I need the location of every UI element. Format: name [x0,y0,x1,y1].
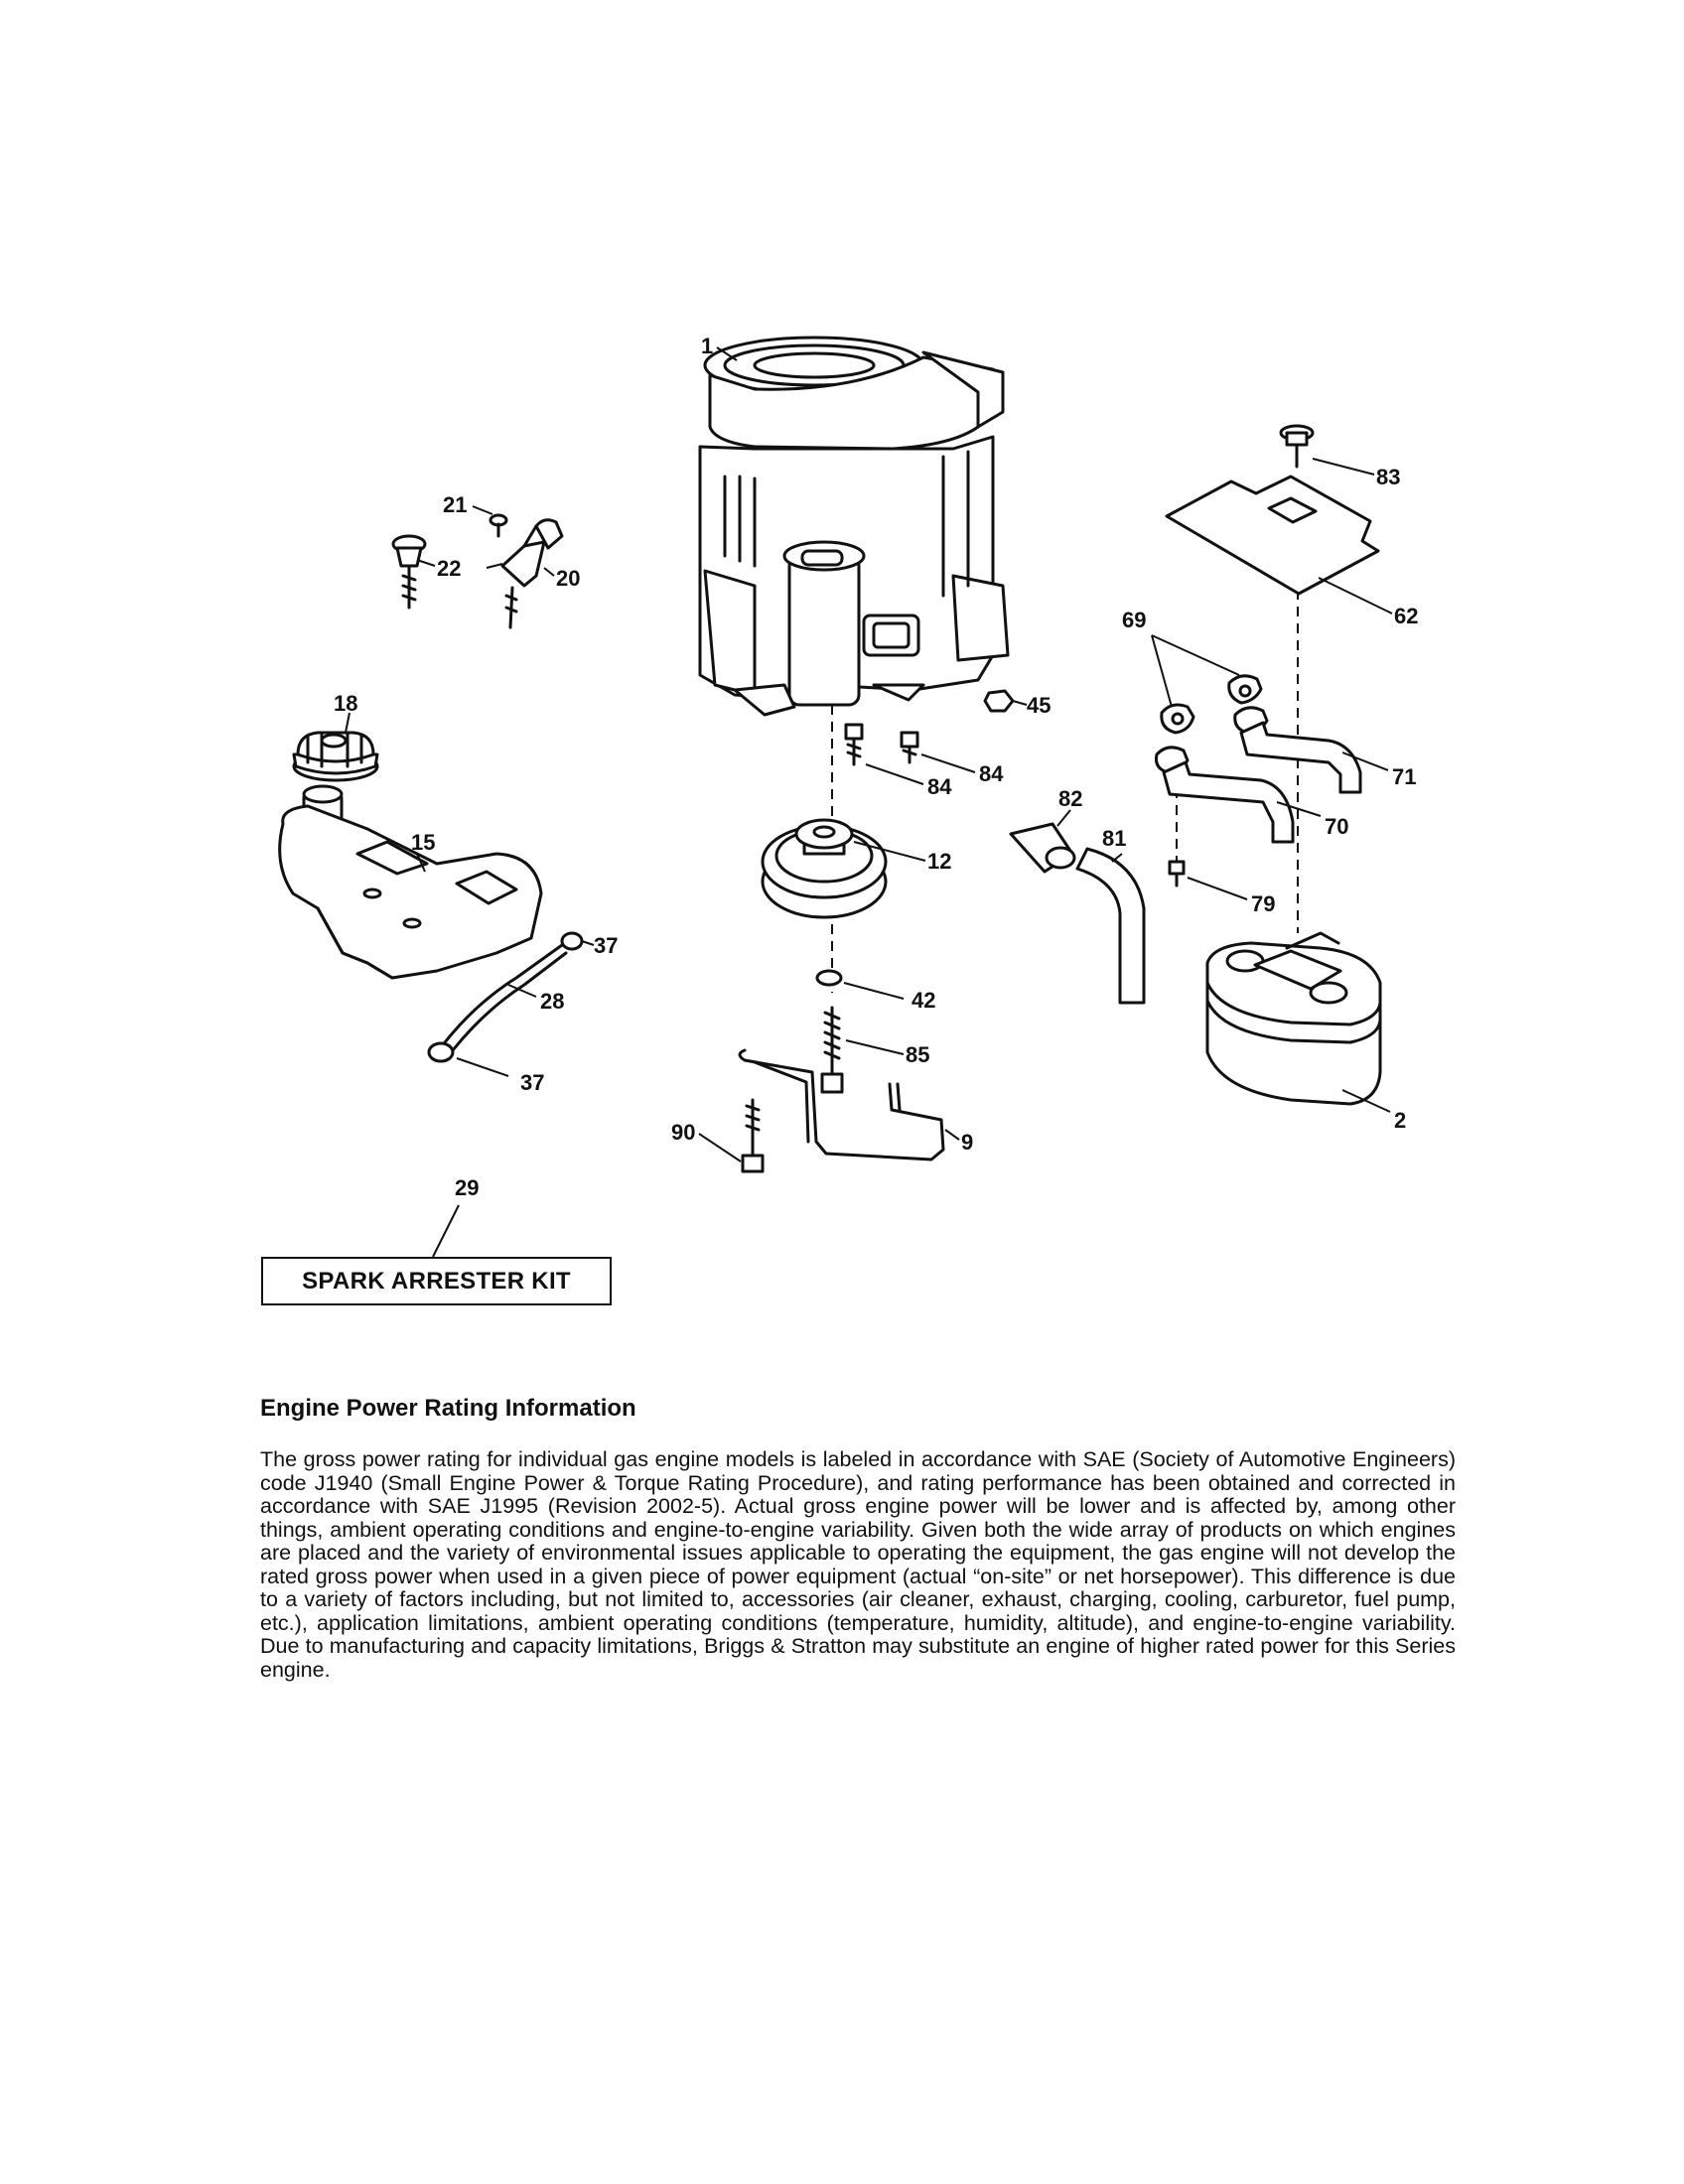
callout-79: 79 [1251,891,1275,916]
callout-9: 9 [961,1130,973,1155]
spark-arrester-kit-box: SPARK ARRESTER KIT [261,1257,612,1305]
callout-71: 71 [1392,764,1416,789]
muffler-part-2 [1205,931,1382,1106]
screw-part-21 [489,513,508,538]
callout-62: 62 [1394,604,1418,628]
callout-83: 83 [1376,465,1400,489]
section-body-text: The gross power rating for individual ga… [260,1447,1456,1682]
callout-90: 90 [671,1120,695,1145]
callout-2: 2 [1394,1108,1406,1133]
bolt-part-90 [741,1098,765,1173]
callout-37b: 37 [520,1070,544,1095]
clamp-part-37-top [560,931,584,951]
callout-1: 1 [701,334,713,358]
bolt-part-84-right [900,731,919,764]
engine-part-1 [698,336,1010,717]
callout-20: 20 [556,566,580,591]
bolt-part-85 [820,1006,844,1094]
callout-82: 82 [1058,786,1082,811]
callout-28: 28 [540,989,564,1014]
fuel-line-part-81 [1075,847,1146,1005]
fuel-filter-part-82 [1009,822,1076,874]
callout-70: 70 [1325,814,1348,839]
spark-arrester-kit-label: SPARK ARRESTER KIT [302,1267,571,1295]
bracket-part-20 [486,518,564,629]
exhaust-pipe-part-71 [1233,706,1362,794]
callout-84a: 84 [927,774,952,799]
callout-81: 81 [1102,826,1126,851]
bolt-part-84-left [844,723,864,766]
bolt-part-83 [1279,424,1315,469]
section-heading: Engine Power Rating Information [260,1395,636,1422]
callout-12: 12 [927,849,951,874]
exhaust-pipe-part-70 [1155,746,1295,844]
callout-45: 45 [1027,693,1051,718]
heat-shield-part-62 [1165,475,1380,596]
callout-69: 69 [1122,608,1146,632]
pulley-part-12 [761,818,888,919]
fuel-cap-part-18 [292,731,379,782]
callout-15: 15 [411,830,435,855]
parts-illustration: 1 12 42 85 84 84 45 [278,334,1418,1258]
callout-42: 42 [912,988,935,1013]
callout-37a: 37 [594,933,618,958]
callout-84b: 84 [979,761,1004,786]
fuel-hose-part-28 [443,943,568,1052]
bracket-part-9 [738,1048,945,1161]
bolt-part-79 [1168,860,1186,887]
screw-part-22 [391,534,427,610]
nut-part-45 [983,689,1015,713]
callout-29: 29 [455,1175,479,1200]
engine-power-rating-section: Engine Power Rating Information The gros… [260,1395,1456,1682]
fuel-tank-part-15 [278,784,543,980]
exploded-parts-diagram: 1 12 42 85 84 84 45 [261,334,1418,1305]
clamp-part-37-bottom [427,1041,455,1063]
gasket-part-69 [1160,674,1263,735]
washer-part-42 [815,969,843,987]
callout-85: 85 [906,1042,929,1067]
callout-18: 18 [334,691,357,716]
callout-22: 22 [437,556,461,581]
callout-21: 21 [443,492,467,517]
